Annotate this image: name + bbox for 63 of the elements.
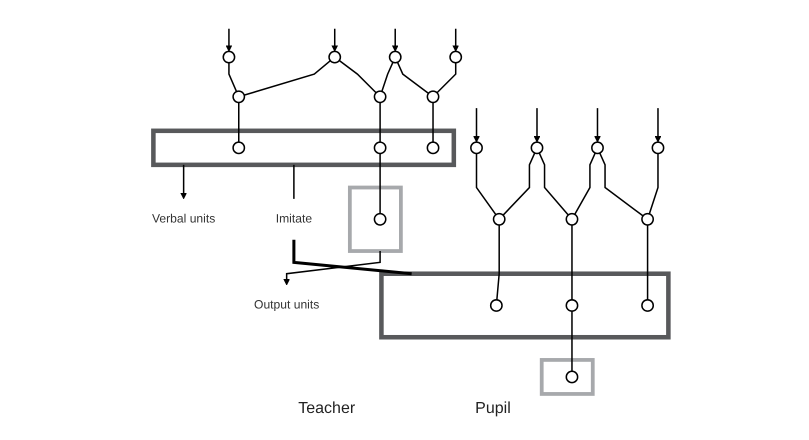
arrow	[654, 108, 661, 142]
node-circle	[373, 90, 386, 104]
node-circle	[590, 141, 604, 154]
connector	[502, 152, 535, 216]
arrow	[225, 28, 232, 52]
node-circle	[388, 50, 402, 64]
arrow	[452, 28, 459, 52]
cluster	[378, 271, 670, 340]
arrow	[594, 108, 600, 142]
connector	[396, 62, 428, 94]
node-circle	[565, 212, 578, 226]
connector	[243, 60, 330, 96]
connector	[648, 154, 658, 214]
node-circle	[222, 50, 235, 64]
connector	[538, 152, 568, 216]
node-circle	[492, 212, 506, 226]
connector	[574, 152, 596, 215]
node-circle	[530, 141, 543, 154]
node-circle	[373, 141, 386, 154]
node-text: Output units	[254, 298, 319, 312]
cluster	[539, 358, 594, 396]
node-text: Verbal units	[152, 212, 215, 226]
node-circle	[640, 299, 654, 312]
connector	[570, 224, 572, 300]
arrow	[180, 164, 186, 200]
connector	[380, 62, 394, 92]
cluster	[347, 186, 402, 253]
node-circle	[426, 141, 439, 154]
connector	[238, 102, 240, 142]
node-circle	[470, 141, 482, 154]
connector	[475, 154, 496, 216]
network-label: Teacher	[298, 400, 356, 418]
node-circle	[640, 212, 654, 226]
node-circle	[328, 50, 341, 64]
node-circle	[489, 299, 502, 312]
connector	[378, 154, 380, 214]
node-circle	[565, 299, 578, 312]
network-label: Pupil	[475, 400, 511, 418]
arrow	[533, 108, 540, 142]
connector	[570, 311, 572, 372]
node-circle	[565, 370, 578, 384]
connector	[338, 60, 376, 94]
arrow	[282, 251, 380, 286]
node-text: Imitate	[275, 212, 312, 226]
node-circle	[232, 141, 245, 154]
connector	[598, 152, 643, 216]
connector	[432, 102, 434, 142]
node-circle	[426, 90, 439, 104]
connector	[646, 224, 648, 300]
connector	[292, 164, 294, 199]
node-circle	[651, 141, 664, 154]
node-circle	[373, 212, 386, 226]
node-circle	[232, 90, 245, 104]
arrow	[472, 108, 480, 142]
node-circle	[448, 50, 462, 64]
connector	[228, 62, 237, 92]
connector	[378, 102, 380, 142]
connector	[292, 240, 412, 276]
arrow	[391, 28, 398, 52]
arrow	[330, 28, 338, 52]
connector	[436, 62, 456, 94]
connector	[496, 224, 500, 300]
cluster	[150, 128, 456, 168]
